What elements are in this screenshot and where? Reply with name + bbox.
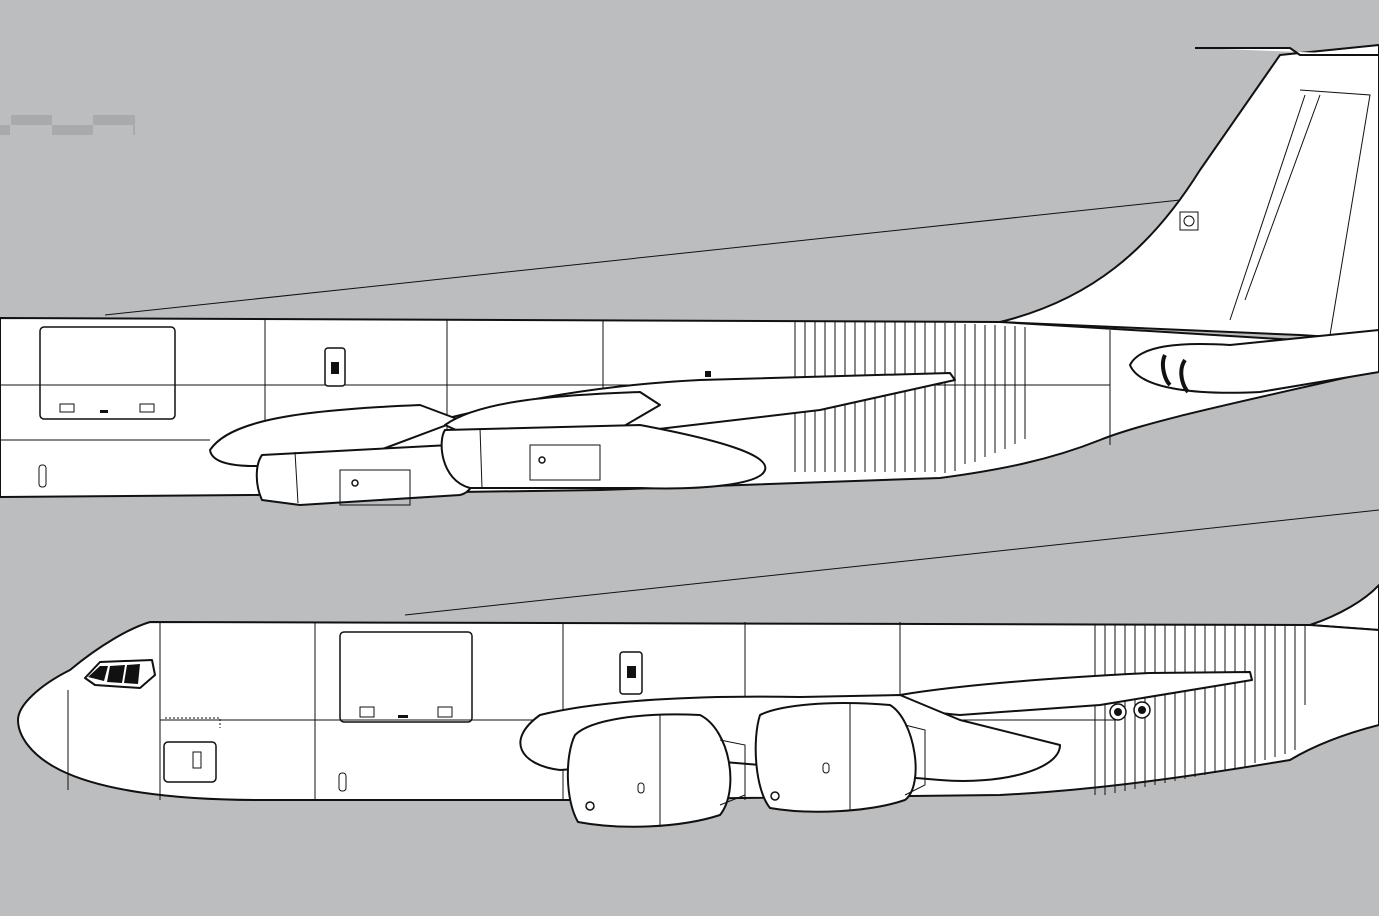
- watermark: [0, 115, 135, 135]
- antenna-wire: [104, 199, 1181, 316]
- upper-aircraft: [0, 44, 1379, 506]
- upper-horizontal-stabilizer: [1129, 329, 1379, 394]
- cargo-door: [339, 631, 473, 723]
- lower-engine-2: [754, 702, 917, 813]
- lower-aircraft: [17, 509, 1379, 828]
- upper-engine-2: [440, 424, 767, 490]
- vertical-stabilizer: [999, 44, 1379, 341]
- lower-engine-1: [566, 713, 732, 828]
- antenna-wire: [404, 509, 1379, 616]
- cargo-door: [39, 326, 176, 420]
- fin-tip: [1195, 47, 1379, 56]
- lower-tail-start: [1309, 584, 1379, 631]
- upper-inboard-pylon: [209, 404, 461, 468]
- crew-door: [163, 741, 217, 783]
